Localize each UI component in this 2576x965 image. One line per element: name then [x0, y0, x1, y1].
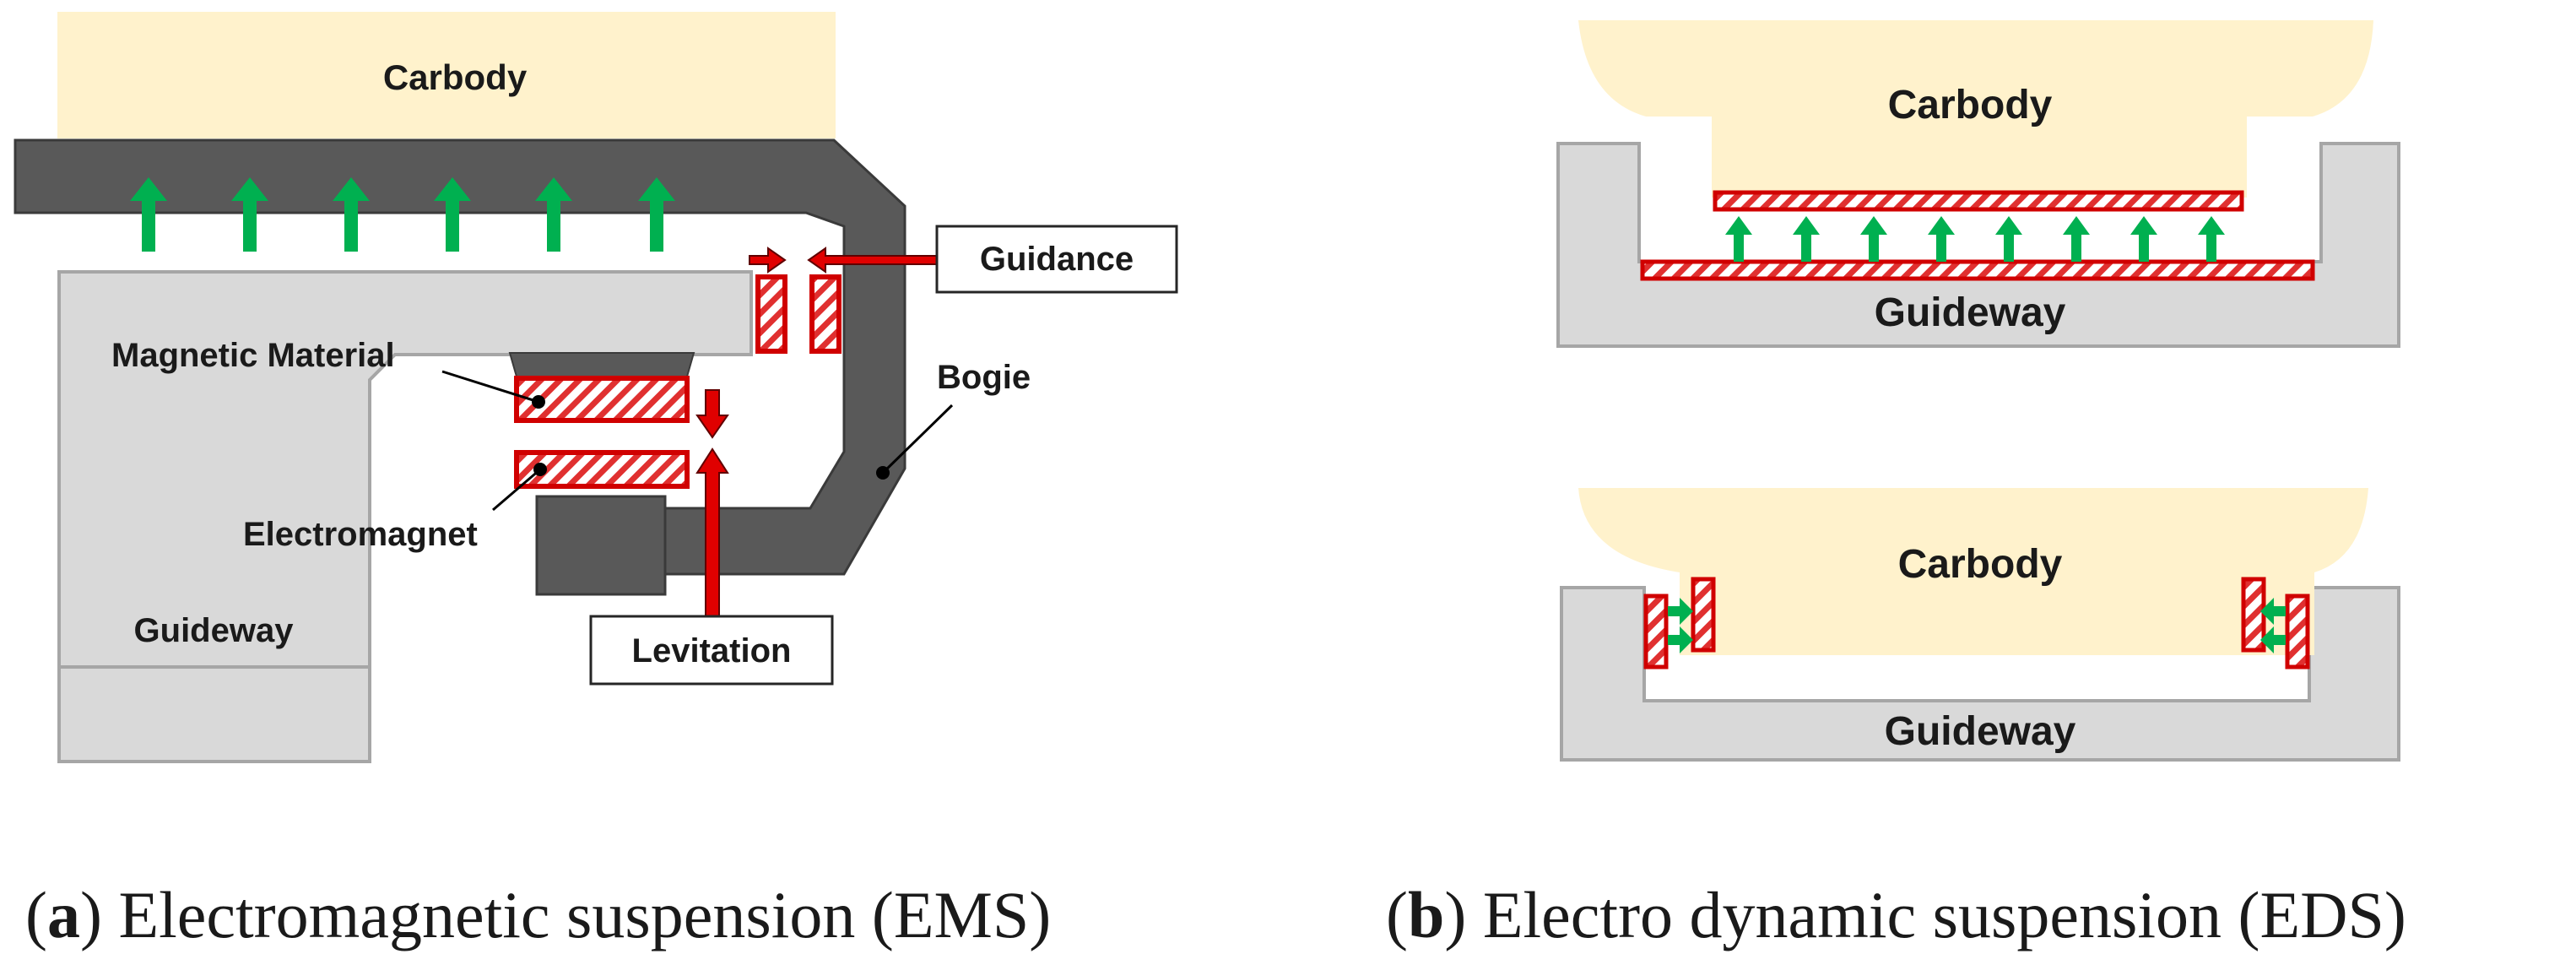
- eds-top-lift-arrows: [1725, 216, 2225, 262]
- eds-top-guideway: [1556, 142, 2400, 348]
- eds-up-arrow: [2130, 216, 2157, 262]
- ems-up-arrow: [130, 177, 167, 252]
- eds-bottom-magnet-left: [1691, 577, 1716, 653]
- ems-bogie-magnet-block: [535, 495, 667, 596]
- ems-guidance-label: Guidance: [980, 241, 1134, 278]
- eds-up-arrow: [1928, 216, 1955, 262]
- eds-bottom-carbody: [1578, 488, 2368, 655]
- ems-bogie-leader: [881, 404, 954, 474]
- ems-magnet-upper: [514, 376, 690, 423]
- eds-right-arrow: [1668, 598, 1693, 625]
- eds-bottom-guideway-label: Guideway: [1885, 709, 2076, 754]
- ems-guideway-label: Guideway: [134, 612, 295, 649]
- panel-a-ems: Carbody Guideway Guidance: [14, 12, 1178, 951]
- ems-electromagnet-dot: [533, 463, 547, 476]
- ems-up-arrow: [535, 177, 572, 252]
- eds-up-arrow: [2198, 216, 2225, 262]
- ems-up-arrow: [638, 177, 675, 252]
- panel-b-caption-letter: b: [1408, 878, 1444, 951]
- ems-lift-arrows: [130, 177, 675, 252]
- ems-guidance-arrow-left: [807, 247, 938, 274]
- ems-bogie-label: Bogie: [937, 359, 1031, 396]
- eds-top-guideway-label: Guideway: [1875, 290, 2066, 335]
- eds-top-carbody-label: Carbody: [1888, 83, 2053, 127]
- ems-electromagnet-leader: [492, 468, 541, 512]
- eds-top-guideway-coil: [1640, 259, 2315, 281]
- panel-b-bottom-eds: Carbody Guideway (b) Electro dynamic sus…: [1386, 488, 2406, 951]
- ems-electromagnet-label: Electromagnet: [243, 516, 478, 553]
- eds-up-arrow: [1793, 216, 1820, 262]
- panel-a-caption: (a) Electromagnetic suspension (EMS): [25, 878, 1051, 951]
- panel-b-top-eds: Carbody Guideway: [1556, 20, 2400, 348]
- ems-up-arrow: [333, 177, 370, 252]
- eds-up-arrow: [1860, 216, 1887, 262]
- eds-bottom-coil-right: [2285, 594, 2310, 670]
- ems-magnetic-material-label: Magnetic Material: [111, 337, 395, 374]
- ems-guidance-magnet-right: [809, 274, 842, 354]
- ems-levitation-arrow-up: [695, 447, 729, 627]
- eds-left-arrow: [2260, 626, 2286, 653]
- ems-guidance-box: [935, 225, 1178, 294]
- panel-a-caption-text: ) Electromagnetic suspension (EMS): [80, 878, 1051, 951]
- ems-carbody: [57, 12, 836, 138]
- eds-bottom-magnet-right: [2241, 577, 2266, 653]
- panel-b-caption: (b) Electro dynamic suspension (EDS): [1386, 878, 2406, 951]
- ems-guidance-magnet-left: [755, 274, 787, 354]
- ems-levitation-box: [589, 615, 834, 686]
- eds-up-arrow: [1995, 216, 2022, 262]
- eds-top-car-magnet: [1713, 190, 2244, 212]
- ems-levitation-arrow-down: [695, 389, 729, 439]
- ems-levitation-label: Levitation: [632, 632, 792, 670]
- ems-magnetic-material-leader: [441, 370, 539, 404]
- ems-magnetic-material: [508, 352, 695, 377]
- ems-guidance-arrow-right: [749, 247, 787, 274]
- eds-right-arrow: [1668, 626, 1693, 653]
- ems-bogie-dot: [876, 466, 890, 480]
- eds-up-arrow: [2063, 216, 2090, 262]
- eds-bottom-carbody-label: Carbody: [1898, 542, 2063, 587]
- panel-b-caption-text: ) Electro dynamic suspension (EDS): [1444, 878, 2406, 951]
- ems-magnetic-material-dot: [532, 395, 545, 409]
- eds-top-carbody: [1578, 20, 2373, 198]
- eds-up-arrow: [1725, 216, 1752, 262]
- panel-a-caption-letter: a: [47, 878, 80, 951]
- eds-bottom-coil-left: [1643, 594, 1669, 670]
- ems-guideway: [57, 270, 753, 763]
- eds-bottom-guidance-arrows: [1668, 598, 2286, 653]
- ems-up-arrow: [231, 177, 268, 252]
- ems-carbody-label: Carbody: [383, 57, 528, 97]
- ems-up-arrow: [434, 177, 471, 252]
- eds-left-arrow: [2260, 598, 2286, 625]
